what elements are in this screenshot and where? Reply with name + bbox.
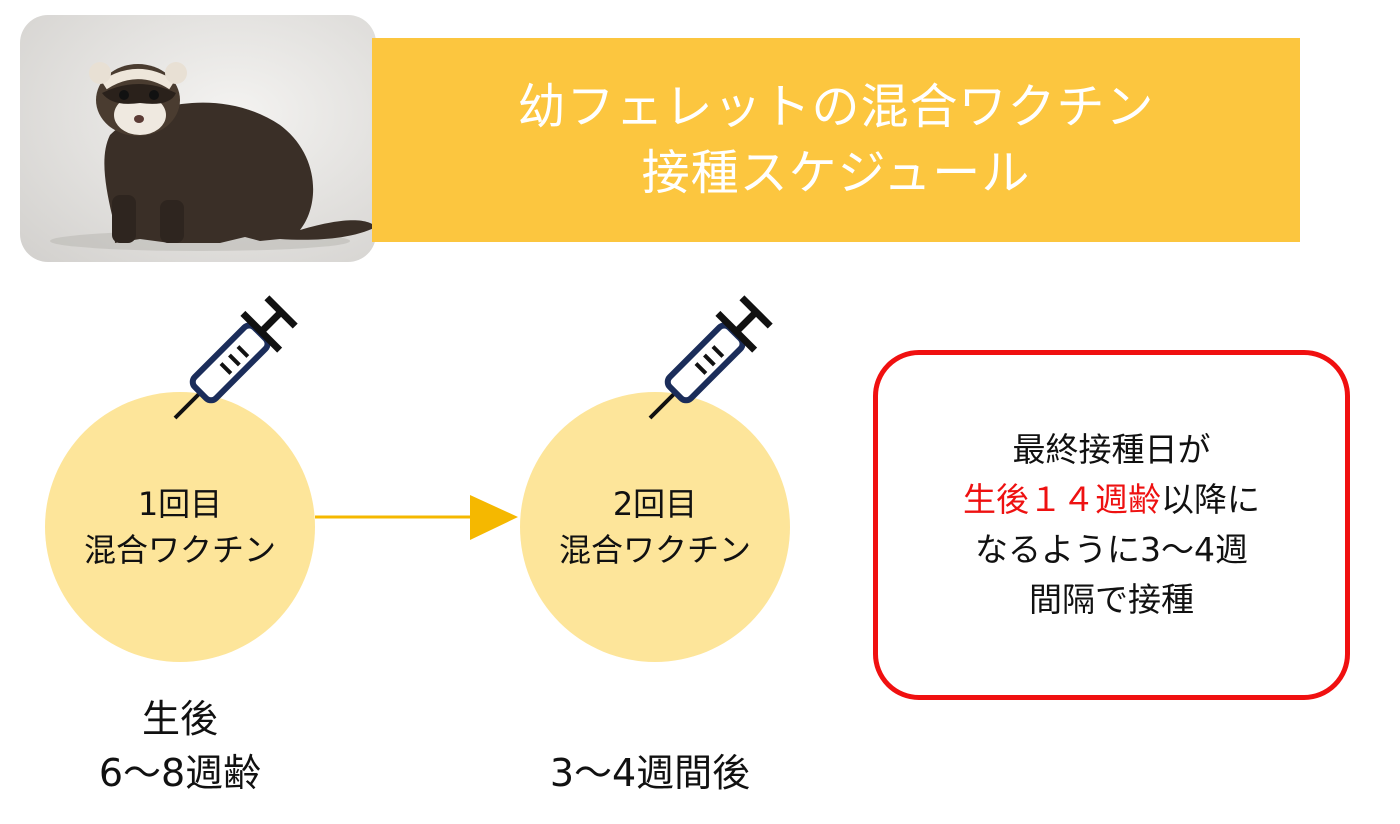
dose-2-timing-line-2: 3～4週間後	[549, 751, 751, 795]
dose-1-circle: 1回目 混合ワクチン	[45, 392, 315, 662]
note-line-2: 生後１４週齢以降に	[963, 475, 1260, 525]
dose-1-timing-line-1: 生後	[141, 697, 218, 741]
dose-1-number: 1回目	[137, 485, 223, 523]
note-highlight: 生後１４週齢	[963, 480, 1161, 519]
note-line-2-rest: 以降に	[1161, 480, 1260, 519]
ferret-photo	[20, 15, 376, 262]
title-banner: 幼フェレットの混合ワクチン 接種スケジュール	[372, 38, 1300, 242]
note-line-3: なるように3～4週	[975, 530, 1248, 569]
title-line-2: 接種スケジュール	[641, 145, 1031, 201]
dose-2-circle: 2回目 混合ワクチン	[520, 392, 790, 662]
note-line-4: 間隔で接種	[1029, 580, 1194, 619]
dose-1-timing-line-2: 6～8週齢	[98, 751, 262, 795]
syringe-icon	[173, 295, 298, 420]
note-line-1: 最終接種日が	[1012, 430, 1211, 469]
dose-2-timing: 3～4週間後	[490, 746, 810, 800]
syringe-icon	[648, 295, 773, 420]
note-box: 最終接種日が 生後１４週齢以降に なるように3～4週 間隔で接種	[873, 350, 1350, 700]
dose-1-name: 混合ワクチン	[83, 531, 276, 569]
title-line-1: 幼フェレットの混合ワクチン	[517, 79, 1155, 135]
arrow-icon	[315, 495, 518, 540]
dose-2-number: 2回目	[612, 485, 698, 523]
dose-2-name: 混合ワクチン	[558, 531, 751, 569]
dose-1-timing: 生後 6～8週齢	[30, 692, 330, 800]
ferret-image	[50, 62, 376, 251]
